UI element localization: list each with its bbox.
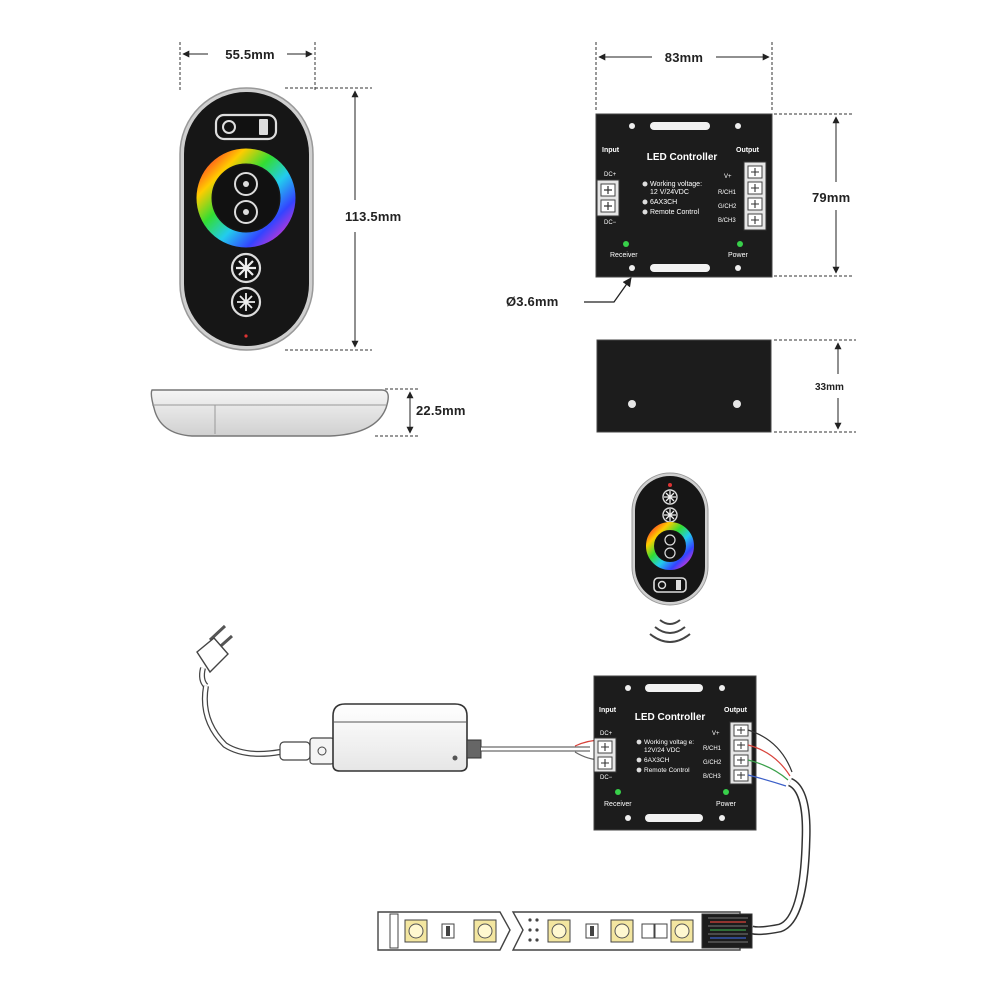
controller-height-dimension: 79mm [774, 113, 852, 277]
svg-text:Remote Control: Remote Control [650, 209, 699, 216]
power-adapter-icon [332, 703, 482, 772]
led-chip [547, 919, 571, 943]
controller-depth-label: 33mm [815, 382, 844, 393]
svg-text:12 V/24VDC: 12 V/24VDC [650, 189, 689, 196]
svg-text:6AX3CH: 6AX3CH [650, 199, 677, 206]
led-strip-icon [377, 911, 753, 951]
hole-diameter-callout: Ø3.6mm [506, 277, 632, 309]
remote-height-label: 113.5mm [345, 209, 401, 224]
svg-text:Working voltag e:: Working voltag e: [644, 739, 694, 746]
controller-height-label: 79mm [812, 190, 850, 205]
remote-height-dimension: 113.5mm [285, 87, 401, 351]
channel-label: V+ [712, 731, 720, 737]
controller-title: LED Controller [647, 152, 718, 163]
channel-label: V+ [724, 174, 732, 180]
remote-depth-dimension: 22.5mm [375, 388, 466, 437]
remote-width-label: 55.5mm [225, 47, 275, 62]
remote-control-icon [631, 472, 709, 606]
svg-text:Remote Control: Remote Control [644, 767, 690, 774]
controller-width-dimension: 83mm [595, 42, 773, 112]
dc-plus-label: DC+ [600, 731, 613, 737]
remote-depth-label: 22.5mm [416, 403, 466, 418]
led-controller-icon: Input Output LED Controller DC+ DC− Work… [593, 675, 757, 831]
controller-width-label: 83mm [665, 50, 703, 65]
receiver-label: Receiver [610, 252, 638, 259]
power-label: Power [728, 252, 749, 259]
output-wires [747, 729, 793, 787]
led-chip [473, 919, 497, 943]
controller-title: LED Controller [635, 712, 706, 723]
dc-minus-label: DC− [604, 220, 617, 226]
receiver-indicator-icon [623, 241, 629, 247]
power-label: Power [716, 801, 737, 808]
color-wheel-icon [196, 148, 296, 248]
led-chip [670, 919, 694, 943]
remote-side-view [150, 389, 389, 437]
channel-label: G/CH2 [718, 204, 737, 210]
hole-diameter-label: Ø3.6mm [506, 294, 559, 309]
spec-list: Working voltage: 12 V/24VDC 6AX3CH Remot… [642, 181, 702, 216]
led-chip [610, 919, 634, 943]
power-switch-icon [214, 113, 278, 141]
svg-text:12V/24 VDC: 12V/24 VDC [644, 747, 680, 754]
channel-label: B/CH3 [703, 774, 721, 780]
power-indicator-icon [737, 241, 743, 247]
controller-depth-dimension: 33mm [774, 339, 856, 433]
receiver-label: Receiver [604, 801, 632, 808]
brightness-up-icon [230, 252, 262, 284]
input-label: Input [602, 147, 620, 154]
brightness-down-icon [230, 286, 262, 318]
svg-text:Working voltage:: Working voltage: [650, 181, 702, 188]
svg-text:6AX3CH: 6AX3CH [644, 757, 670, 764]
channel-label: B/CH3 [718, 218, 736, 224]
dc-minus-label: DC− [600, 775, 613, 781]
controller-front-view: Input Output LED Controller DC+ DC− Work… [595, 113, 773, 278]
output-terminal-icon [743, 161, 767, 231]
input-terminal-icon [596, 179, 620, 217]
wireless-signal-icon [649, 619, 691, 643]
dc-connector-icon [279, 737, 335, 765]
remote-front-view [179, 87, 314, 351]
dc-plus-label: DC+ [604, 172, 617, 178]
channel-label: R/CH1 [718, 190, 737, 196]
ac-cable [201, 685, 281, 757]
strip-connector-icon [701, 913, 753, 949]
channel-label: G/CH2 [703, 760, 722, 766]
output-label: Output [724, 707, 748, 714]
controller-side-view [596, 339, 772, 433]
channel-label: R/CH1 [703, 746, 722, 752]
ac-plug-icon [196, 624, 233, 689]
input-label: Input [599, 707, 617, 714]
led-chip [404, 919, 428, 943]
remote-width-dimension: 55.5mm [179, 42, 316, 90]
output-label: Output [736, 147, 760, 154]
